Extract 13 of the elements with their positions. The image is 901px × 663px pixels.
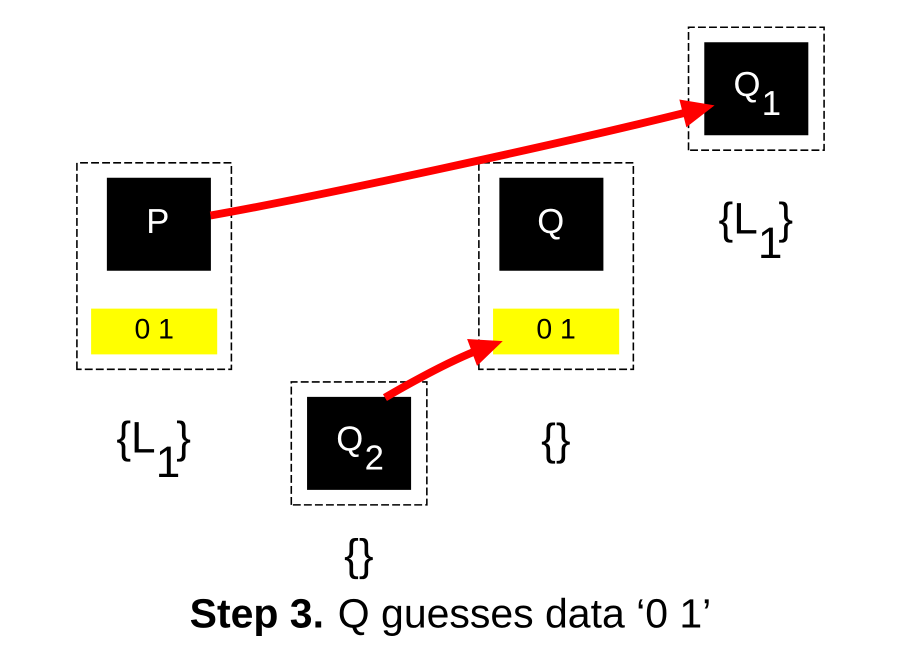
node-box: 0 1 <box>91 308 218 354</box>
node-box: P <box>106 178 211 271</box>
node-box: Q <box>499 178 604 271</box>
cluster <box>688 26 825 152</box>
cluster <box>478 162 634 370</box>
node-box: 0 1 <box>493 308 620 354</box>
cluster <box>290 381 428 506</box>
node-label: {} <box>541 415 571 464</box>
arrow <box>210 99 715 220</box>
arrow <box>382 339 503 402</box>
caption: Step 3. Q guesses data ‘0 1’ <box>190 590 712 637</box>
node-label: {} <box>344 531 374 580</box>
cluster <box>76 162 232 370</box>
